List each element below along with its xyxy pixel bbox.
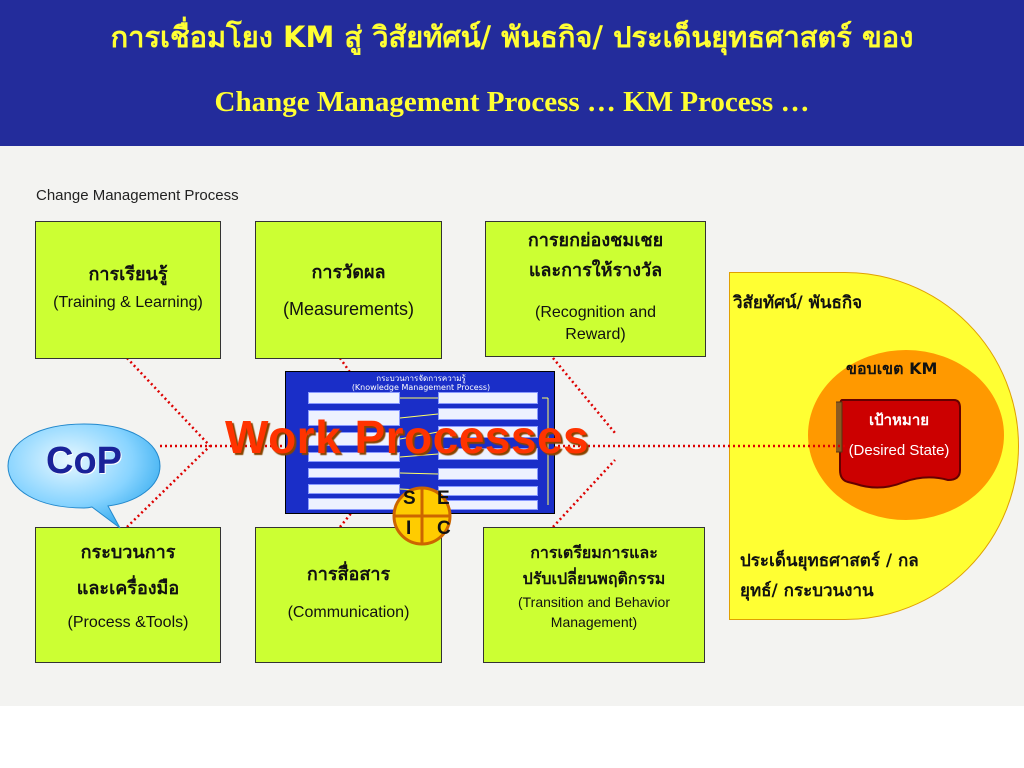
connector-transition [552, 459, 616, 528]
box-training-thai: การเรียนรู้ [88, 264, 168, 285]
seic-cycle [392, 486, 452, 546]
box-measurements-thai: การวัดผล [311, 262, 386, 283]
vision-mission-label: วิสัยทัศน์/ พันธกิจ [733, 293, 863, 313]
km-process-row [438, 426, 538, 438]
box-recognition-thai-line1: การยกย่องชมเชย [527, 230, 664, 251]
cop-speech-bubble [7, 423, 161, 529]
box-measurements: การวัดผล (Measurements) [255, 221, 442, 359]
km-process-row [438, 486, 538, 496]
strategy-label-line1: ประเด็นยุทธศาสตร์ / กล [740, 551, 919, 571]
box-recognition-reward: การยกย่องชมเชย และการให้รางวัล (Recognit… [485, 221, 706, 357]
box-transition-thai-line2: ปรับเปลี่ยนพฤติกรรม [522, 569, 666, 588]
box-transition-english-line2: Management) [550, 614, 638, 630]
seic-letter-i: I [406, 518, 412, 539]
seic-letter-c: C [437, 518, 451, 539]
header-banner: การเชื่อมโยง KM สู่ วิสัยทัศน์/ พันธกิจ/… [0, 0, 1024, 146]
box-communication-english: (Communication) [287, 604, 410, 621]
section-label: Change Management Process [36, 187, 239, 204]
km-process-row [308, 484, 400, 494]
box-transition-thai-line1: การเตรียมการและ [530, 543, 658, 562]
target-label-english: (Desired State) [848, 442, 950, 459]
seic-letter-e: E [437, 488, 450, 509]
box-communication-thai: การสื่อสาร [306, 564, 391, 585]
work-processes-label: Work Processes [225, 411, 590, 463]
box-transition-behavior: การเตรียมการและ ปรับเปลี่ยนพฤติกรรม (Tra… [483, 527, 705, 663]
km-process-title-english: (Knowledge Management Process) [351, 383, 491, 392]
km-process-title-thai: กระบวนการจัดการความรู้ [376, 374, 466, 383]
box-measurements-english: (Measurements) [282, 299, 415, 319]
seic-letter-s: S [403, 488, 416, 509]
strategy-label-line2: ยุทธ์/ กระบวนงาน [740, 581, 874, 601]
km-process-row [308, 392, 400, 404]
box-process-tools-thai-line1: กระบวนการ [80, 542, 176, 563]
box-process-tools-thai-line2: และเครื่องมือ [76, 578, 180, 599]
box-recognition-english-line1: (Recognition and [535, 304, 656, 321]
km-process-row [308, 410, 400, 426]
km-process-panel-title: กระบวนการจัดการความรู้ (Knowledge Manage… [286, 374, 554, 392]
km-process-row [308, 468, 400, 478]
km-process-row [438, 468, 538, 480]
box-communication: การสื่อสาร (Communication) [255, 527, 442, 663]
box-transition-english-line1: (Transition and Behavior [517, 594, 670, 610]
km-process-row [438, 448, 538, 460]
km-process-row [308, 432, 400, 446]
page-title-thai: การเชื่อมโยง KM สู่ วิสัยทัศน์/ พันธกิจ/… [110, 20, 914, 54]
km-process-row [308, 452, 400, 462]
box-process-tools-english: (Process &Tools) [67, 614, 189, 631]
connector-training [126, 357, 211, 447]
target-label-thai: เป้าหมาย [868, 411, 930, 429]
desired-state-scroll [836, 399, 961, 489]
box-recognition-thai-line2: และการให้รางวัล [528, 260, 663, 281]
box-process-tools: กระบวนการ และเครื่องมือ (Process &Tools) [35, 527, 221, 663]
cop-label: CoP [46, 440, 122, 482]
strategy-label: ประเด็นยุทธศาสตร์ / กล ยุทธ์/ กระบวนงาน [740, 546, 1005, 606]
km-process-row [438, 408, 538, 420]
km-process-row [438, 392, 538, 404]
km-scope-label: ขอบเขต KM [846, 359, 938, 378]
connector-process-tools [126, 445, 211, 528]
page-title-english: Change Management Process … KM Process … [214, 86, 810, 118]
box-training-english: (Training & Learning) [53, 294, 203, 311]
connector-recognition [552, 357, 616, 434]
box-recognition-english-line2: Reward) [565, 326, 626, 343]
box-training-learning: การเรียนรู้ (Training & Learning) [35, 221, 221, 359]
